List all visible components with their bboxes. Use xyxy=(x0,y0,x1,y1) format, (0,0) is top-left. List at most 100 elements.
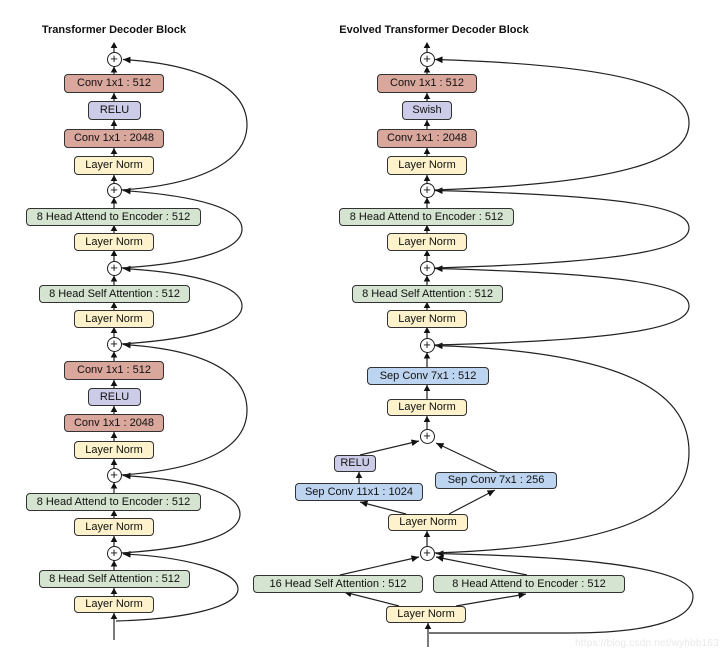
box-conv-1x1-2048: Conv 1x1 : 2048 xyxy=(64,129,164,148)
flow-arrowhead-icon xyxy=(423,531,431,537)
box-layer-norm: Layer Norm xyxy=(74,233,154,251)
box-relu: RELU xyxy=(88,101,141,120)
branch-connector xyxy=(359,439,420,456)
box-layer-norm: Layer Norm xyxy=(387,233,467,251)
box-relu: RELU xyxy=(88,388,141,406)
flow-arrowhead-icon xyxy=(110,459,118,465)
flow-arrowhead-icon xyxy=(110,351,118,358)
box-layer-norm: Layer Norm xyxy=(74,596,154,613)
flow-arrowhead-icon xyxy=(423,385,431,391)
residual-add-node: + xyxy=(419,428,435,444)
flow-arrowhead-icon xyxy=(110,432,118,438)
residual-add-node: + xyxy=(419,545,435,561)
flow-arrowhead-icon xyxy=(110,536,118,542)
box-8-head-attend-to-encoder-512: 8 Head Attend to Encoder : 512 xyxy=(339,208,514,226)
flow-arrowhead-icon xyxy=(424,623,432,629)
box-8-head-attend-to-encoder-512: 8 Head Attend to Encoder : 512 xyxy=(26,208,201,226)
branch-connector xyxy=(343,590,400,607)
residual-add-node: + xyxy=(419,182,435,198)
residual-add-node: + xyxy=(106,336,122,352)
residual-arc xyxy=(120,56,248,191)
box-sep-conv-7x1-512: Sep Conv 7x1 : 512 xyxy=(367,367,489,385)
box-8-head-self-attention-512: 8 Head Self Attention : 512 xyxy=(352,285,503,303)
flow-arrowhead-icon xyxy=(110,588,118,594)
flow-arrowhead-icon xyxy=(110,42,118,48)
box-layer-norm: Layer Norm xyxy=(387,399,467,416)
box-16-head-self-attention-512: 16 Head Self Attention : 512 xyxy=(253,575,423,593)
flow-arrowhead-icon xyxy=(110,197,118,204)
box-conv-1x1-2048: Conv 1x1 : 2048 xyxy=(377,129,477,148)
right-diagram-title: Evolved Transformer Decoder Block xyxy=(339,24,529,36)
box-conv-1x1-512: Conv 1x1 : 512 xyxy=(377,74,477,93)
box-swish: Swish xyxy=(402,101,452,120)
box-layer-norm: Layer Norm xyxy=(387,156,467,175)
flow-arrowhead-icon xyxy=(423,175,431,181)
left-diagram-title: Transformer Decoder Block xyxy=(41,24,187,36)
residual-add-node: + xyxy=(106,467,122,483)
branch-connector xyxy=(455,591,527,607)
residual-arc xyxy=(433,56,690,191)
flow-arrowhead-icon xyxy=(423,416,431,422)
flow-arrowhead-icon xyxy=(110,148,118,154)
flow-arrowhead-icon xyxy=(423,66,431,73)
flow-arrowhead-icon xyxy=(355,472,363,478)
box-layer-norm: Layer Norm xyxy=(74,441,154,459)
branch-connector xyxy=(435,555,528,576)
flow-arrowhead-icon xyxy=(110,120,118,126)
residual-add-node: + xyxy=(419,51,435,67)
residual-add-node: + xyxy=(419,337,435,353)
residual-add-node: + xyxy=(106,260,122,276)
flow-arrowhead-icon xyxy=(110,275,118,282)
flow-arrowhead-icon xyxy=(110,225,118,231)
flow-arrowhead-icon xyxy=(423,120,431,126)
box-layer-norm: Layer Norm xyxy=(74,518,154,536)
flow-arrowhead-icon xyxy=(423,250,431,256)
flow-arrowhead-icon xyxy=(423,225,431,231)
flow-arrowhead-icon xyxy=(110,380,118,386)
box-layer-norm: Layer Norm xyxy=(388,514,468,531)
flow-arrowhead-icon xyxy=(110,175,118,181)
residual-arc xyxy=(433,265,690,346)
residual-add-node: + xyxy=(106,51,122,67)
watermark: https://blog.csdn.net/wyhbb163 xyxy=(575,638,719,649)
box-relu: RELU xyxy=(334,455,376,472)
flow-arrowhead-icon xyxy=(423,327,431,333)
flow-arrowhead-icon xyxy=(423,148,431,154)
residual-arc xyxy=(120,472,241,554)
flow-arrowhead-icon xyxy=(110,93,118,99)
box-conv-1x1-512: Conv 1x1 : 512 xyxy=(64,74,164,93)
residual-arc xyxy=(429,550,694,634)
box-sep-conv-11x1-1024: Sep Conv 11x1 : 1024 xyxy=(295,483,423,501)
flow-arrowhead-icon xyxy=(110,302,118,308)
branch-connector xyxy=(359,500,407,515)
residual-arc xyxy=(120,341,248,476)
branch-connector xyxy=(435,442,498,473)
residual-arc xyxy=(120,265,243,345)
flow-arrowhead-icon xyxy=(423,352,431,359)
residual-add-node: + xyxy=(419,260,435,276)
box-layer-norm: Layer Norm xyxy=(386,606,466,623)
flow-arrowhead-icon xyxy=(423,275,431,282)
branch-connector xyxy=(339,555,420,576)
box-layer-norm: Layer Norm xyxy=(74,310,154,328)
box-8-head-self-attention-512: 8 Head Self Attention : 512 xyxy=(39,285,190,303)
flow-arrowhead-icon xyxy=(110,482,118,489)
box-layer-norm: Layer Norm xyxy=(387,310,467,328)
flow-arrowhead-icon xyxy=(423,197,431,204)
residual-arc xyxy=(433,187,690,269)
flow-arrowhead-icon xyxy=(423,42,431,48)
flow-arrowhead-icon xyxy=(110,510,118,516)
residual-add-node: + xyxy=(106,545,122,561)
residual-arc xyxy=(433,342,690,554)
flow-arrowhead-icon xyxy=(423,93,431,99)
box-8-head-attend-to-encoder-512: 8 Head Attend to Encoder : 512 xyxy=(433,575,625,593)
box-conv-1x1-512: Conv 1x1 : 512 xyxy=(64,361,164,380)
branch-connector xyxy=(448,489,496,515)
flow-arrowhead-icon xyxy=(110,406,118,412)
residual-arc xyxy=(115,550,239,622)
residual-arc xyxy=(120,187,243,269)
box-sep-conv-7x1-256: Sep Conv 7x1 : 256 xyxy=(435,472,557,489)
flow-arrowhead-icon xyxy=(110,327,118,333)
